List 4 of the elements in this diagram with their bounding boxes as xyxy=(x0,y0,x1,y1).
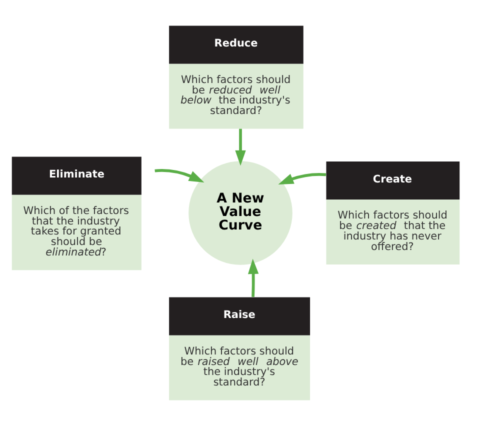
arrow xyxy=(248,258,259,296)
arrow xyxy=(235,128,246,166)
arrow xyxy=(154,168,204,182)
arrow xyxy=(278,172,326,184)
